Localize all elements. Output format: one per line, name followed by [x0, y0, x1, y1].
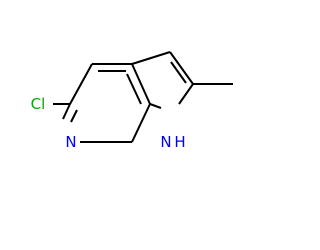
- bond-c7-c7a: [131, 103, 151, 143]
- bond-c3-c2: [169, 51, 194, 85]
- atom-labels: Cl N N H: [31, 95, 186, 151]
- chlorine-label: Cl: [31, 95, 46, 113]
- bond-c5-n6-inner: [70, 109, 78, 123]
- bond-c3-c2-inner: [170, 61, 187, 84]
- bond-n1-c7a: [149, 103, 162, 109]
- bond-c3a-c3: [131, 51, 171, 65]
- indole-nitrogen-label: N: [160, 133, 171, 151]
- bond-c7a-c3a-inner: [126, 73, 142, 105]
- bond-c2-n1: [178, 83, 194, 105]
- bond-c5-n6: [62, 103, 71, 120]
- pyridine-nitrogen-label: N: [65, 133, 76, 151]
- indole-hydrogen-label: H: [174, 133, 185, 151]
- bonds: [53, 51, 233, 143]
- molecule-structure: Cl N N H: [31, 51, 233, 151]
- bond-c4-c5cl: [69, 63, 93, 105]
- bond-c7a-c3a: [131, 63, 151, 105]
